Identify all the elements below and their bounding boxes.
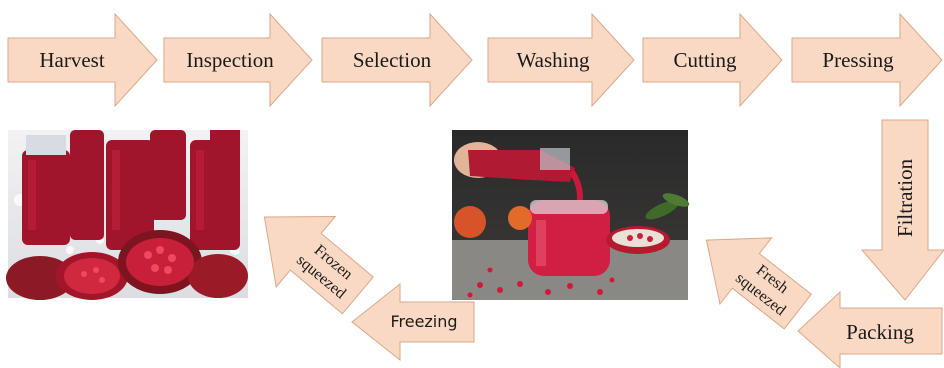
step-inspection-label: Inspection [186, 48, 274, 72]
step-cutting: Cutting [642, 12, 783, 108]
step-inspection: Inspection [163, 12, 313, 108]
frozen-juice-photo [6, 130, 248, 300]
fresh-juice-photo [452, 130, 690, 300]
step-filtration: Filtration [860, 119, 944, 301]
step-selection-label: Selection [353, 48, 432, 72]
arrow-shape [163, 12, 313, 108]
step-washing-label: Washing [517, 48, 590, 72]
step-harvest: Harvest [7, 12, 158, 108]
step-pressing-label: Pressing [822, 48, 894, 72]
arrow-shape [642, 12, 783, 108]
arrow-shape [263, 215, 374, 315]
arrow-shape [860, 119, 944, 301]
step-selection: Selection [321, 12, 473, 108]
arrow-shape [791, 12, 943, 108]
step-filtration-label: Filtration [893, 158, 917, 237]
step-packing-label: Packing [846, 320, 914, 344]
step-washing: Washing [487, 12, 635, 108]
step-cutting-label: Cutting [673, 48, 737, 72]
step-freezing-label: Freezing [390, 312, 457, 331]
step-frozen-squeezed: Frozen squeezed [263, 215, 374, 315]
arrow-shape [797, 290, 943, 368]
arrow-shape [321, 12, 473, 108]
arrow-shape [351, 282, 475, 362]
step-freezing: Freezing [351, 282, 475, 362]
step-harvest-label: Harvest [39, 48, 104, 72]
arrow-shape [487, 12, 635, 108]
arrow-shape [7, 12, 158, 108]
step-pressing: Pressing [791, 12, 943, 108]
arrow-shape [705, 237, 813, 330]
step-fresh-squeezed: Fresh squeezed [705, 237, 813, 330]
step-packing: Packing [797, 290, 943, 368]
